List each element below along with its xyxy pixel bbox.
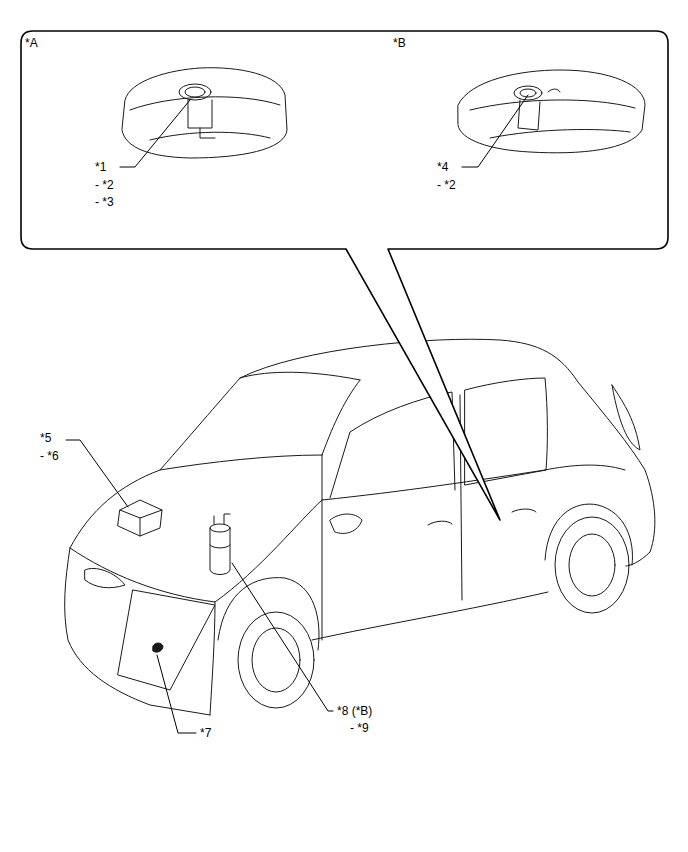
callout-number: *7 [200, 726, 211, 740]
callout-number: - *9 [350, 721, 369, 735]
view-letter: *B [393, 36, 406, 50]
callout-number: - *6 [40, 449, 59, 463]
callout-number: - *2 [437, 178, 456, 192]
callout-number: - *2 [95, 178, 114, 192]
view-letter: *A [25, 36, 38, 50]
callout-number: *5 [40, 431, 51, 445]
callout-number: *4 [437, 160, 448, 174]
callout-number: *1 [95, 160, 106, 174]
callout-number: *8 (*B) [337, 704, 372, 718]
callout-panel: *A *B [21, 31, 668, 249]
callout-number: - *3 [95, 195, 114, 209]
